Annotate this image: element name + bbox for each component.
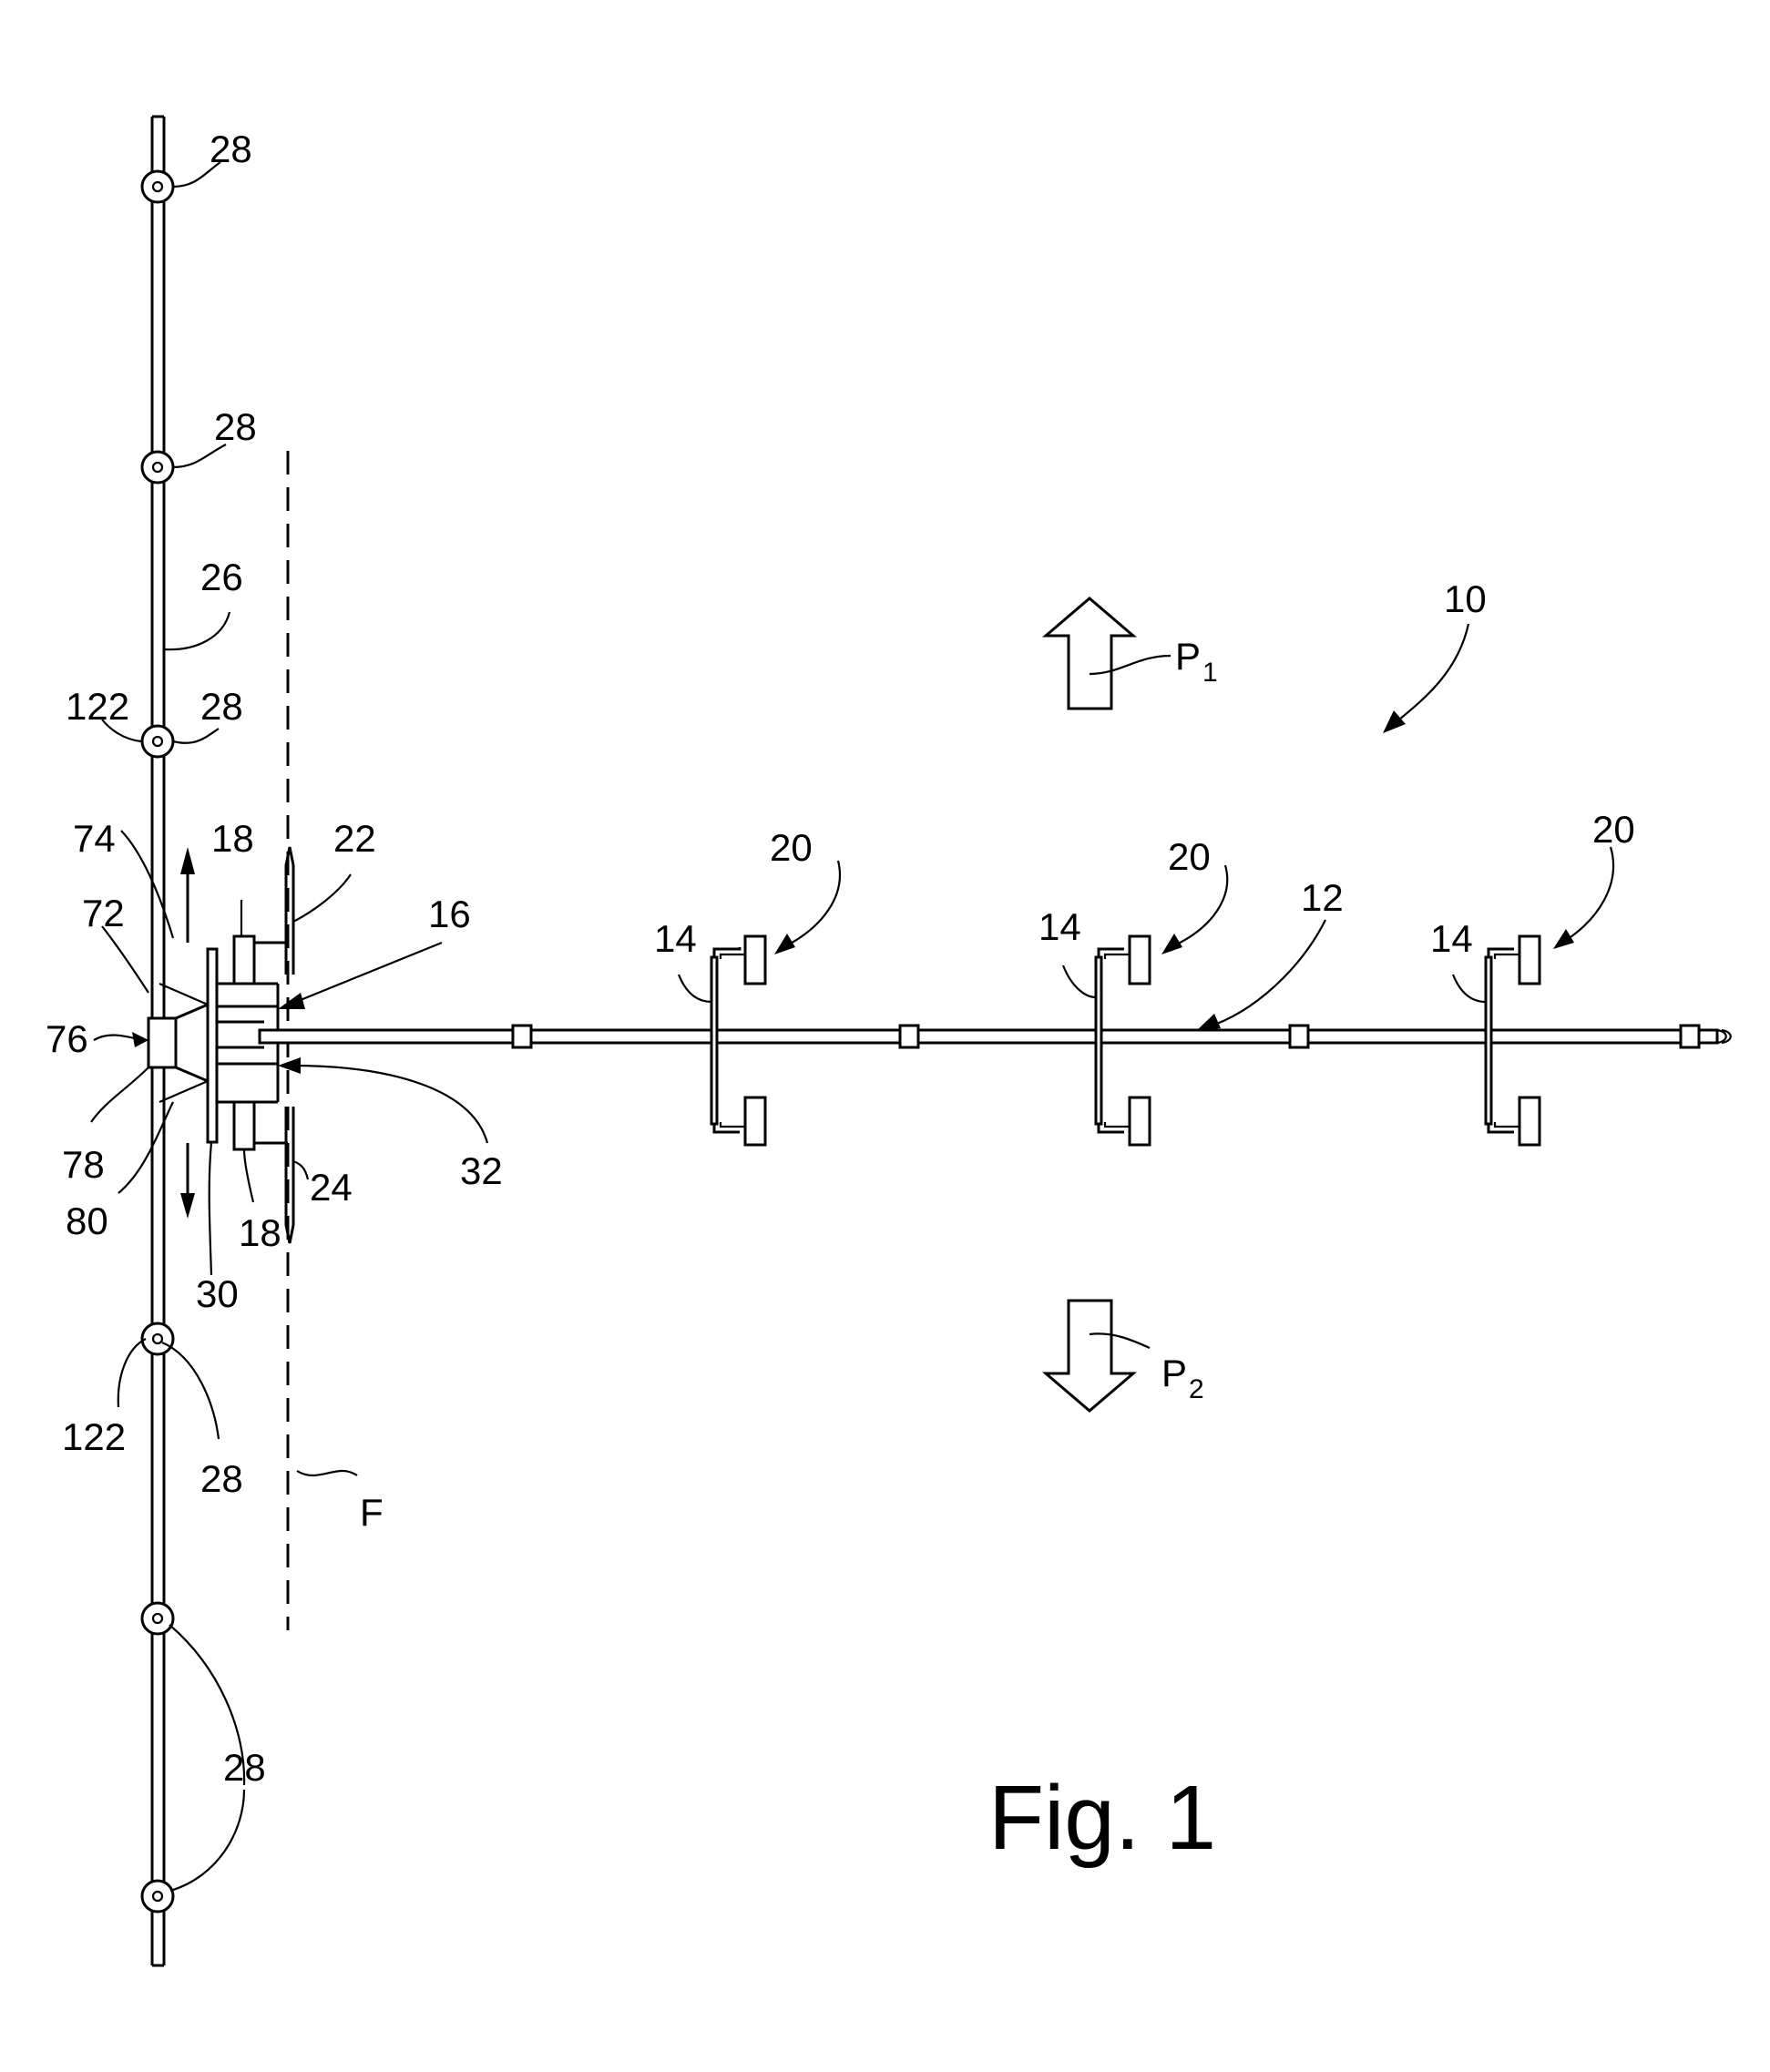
direction-arrow-p1 [1046, 598, 1133, 709]
p2-subscript: 2 [1189, 1374, 1204, 1404]
label-14: 14 [1430, 917, 1473, 960]
label-122: 122 [66, 685, 129, 728]
p1-letter: P [1175, 635, 1201, 678]
arrow-right-icon [94, 1032, 148, 1047]
label-32: 32 [460, 1149, 503, 1192]
label-16: 16 [428, 893, 471, 935]
label-72: 72 [82, 892, 125, 934]
label-p2: P 2 [1161, 1352, 1204, 1404]
p1-subscript: 1 [1202, 658, 1218, 688]
label-20: 20 [770, 826, 813, 869]
label-76: 76 [46, 1017, 88, 1060]
leader-lines [91, 162, 1613, 1891]
label-14: 14 [1038, 905, 1081, 948]
label-28: 28 [223, 1746, 266, 1789]
label-74: 74 [73, 817, 116, 860]
label-80: 80 [66, 1199, 108, 1242]
label-24: 24 [310, 1166, 353, 1209]
label-10: 10 [1444, 577, 1487, 620]
arrow-up-icon [180, 847, 195, 943]
label-30: 30 [196, 1272, 239, 1315]
roller [142, 452, 173, 483]
label-20: 20 [1592, 808, 1635, 851]
label-18: 18 [239, 1211, 281, 1254]
figure-title: Fig. 1 [988, 1767, 1216, 1869]
label-28: 28 [214, 405, 257, 448]
label-26: 26 [200, 556, 243, 598]
label-28: 28 [200, 685, 243, 728]
reference-labels: 28 28 26 122 28 74 18 22 16 72 76 78 80 … [46, 128, 1635, 1869]
roller [142, 171, 173, 202]
label-12: 12 [1301, 876, 1344, 919]
arrow-down-icon [180, 1143, 195, 1219]
main-beam [260, 1026, 1731, 1047]
roller [142, 1603, 173, 1634]
direction-arrow-p2 [1046, 1301, 1133, 1411]
label-p1: P 1 [1175, 635, 1218, 688]
label-78: 78 [62, 1143, 105, 1186]
label-22: 22 [333, 817, 376, 860]
label-18: 18 [211, 817, 254, 860]
roller [142, 1881, 173, 1912]
label-28: 28 [210, 128, 252, 170]
label-F: F [360, 1491, 384, 1534]
label-28: 28 [200, 1457, 243, 1500]
roller [142, 726, 173, 757]
label-20: 20 [1168, 835, 1211, 878]
label-122: 122 [62, 1415, 126, 1458]
label-14: 14 [654, 917, 697, 960]
roller [142, 1323, 173, 1354]
p2-letter: P [1161, 1352, 1187, 1394]
